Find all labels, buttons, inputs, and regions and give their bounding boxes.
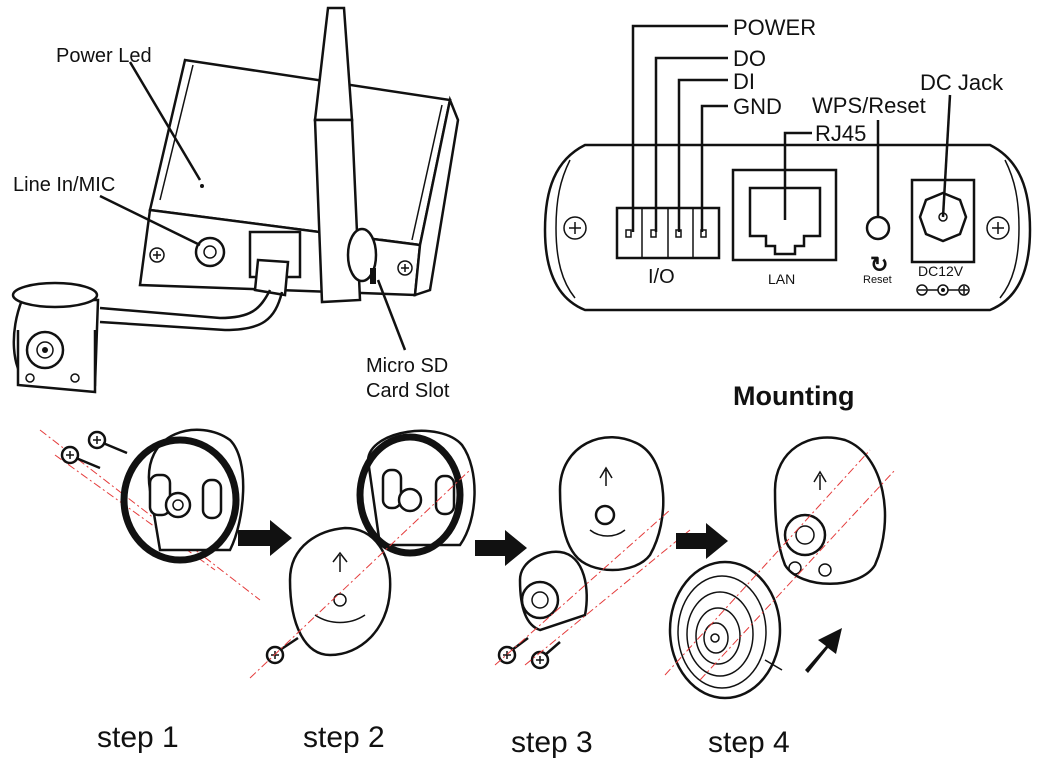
step-4-label: step 4	[708, 726, 790, 759]
mounting-title: Mounting	[733, 381, 854, 411]
power-led-label: Power Led	[56, 45, 152, 67]
arrow-diagonal-icon	[805, 628, 842, 673]
step-3-illustration	[495, 437, 690, 668]
power-led	[200, 184, 204, 188]
micro-sd-slot	[370, 268, 376, 284]
io-label: I/O	[648, 266, 675, 288]
gnd-label: GND	[733, 94, 782, 119]
step-2-label: step 2	[303, 721, 385, 754]
micro-sd-label-line1: Micro SD	[366, 355, 448, 377]
line-in-label: Line In/MIC	[13, 174, 115, 196]
power-label: POWER	[733, 15, 816, 40]
do-label: DO	[733, 46, 766, 71]
dc-jack-label: DC Jack	[920, 70, 1004, 95]
arrow-right-icon	[676, 523, 728, 559]
screw-icon	[532, 642, 560, 668]
reset-label: Reset	[863, 274, 892, 286]
step-4-illustration	[665, 437, 895, 698]
camera-module	[13, 283, 98, 392]
step-1-label: step 1	[97, 721, 179, 754]
step-2-illustration	[250, 431, 475, 678]
screw-icon	[89, 432, 127, 453]
wps-reset-label: WPS/Reset	[812, 93, 926, 118]
screw-icon	[499, 638, 528, 663]
di-label: DI	[733, 69, 755, 94]
arrow-right-icon	[475, 530, 527, 566]
dc-jack	[912, 180, 974, 262]
line-in-jack	[196, 238, 224, 266]
step-3-label: step 3	[511, 726, 593, 759]
micro-sd-label-line2: Card Slot	[366, 380, 450, 402]
rj45-label: RJ45	[815, 121, 866, 146]
step-1-illustration	[40, 430, 260, 600]
screw-icon	[62, 447, 100, 468]
screw-icon	[267, 638, 298, 663]
lan-label: LAN	[768, 271, 795, 287]
wps-reset-button	[867, 217, 889, 239]
dc12v-label: DC12V	[918, 263, 964, 279]
ceiling-mount-base	[670, 562, 782, 698]
arrow-right-icon	[238, 520, 292, 556]
